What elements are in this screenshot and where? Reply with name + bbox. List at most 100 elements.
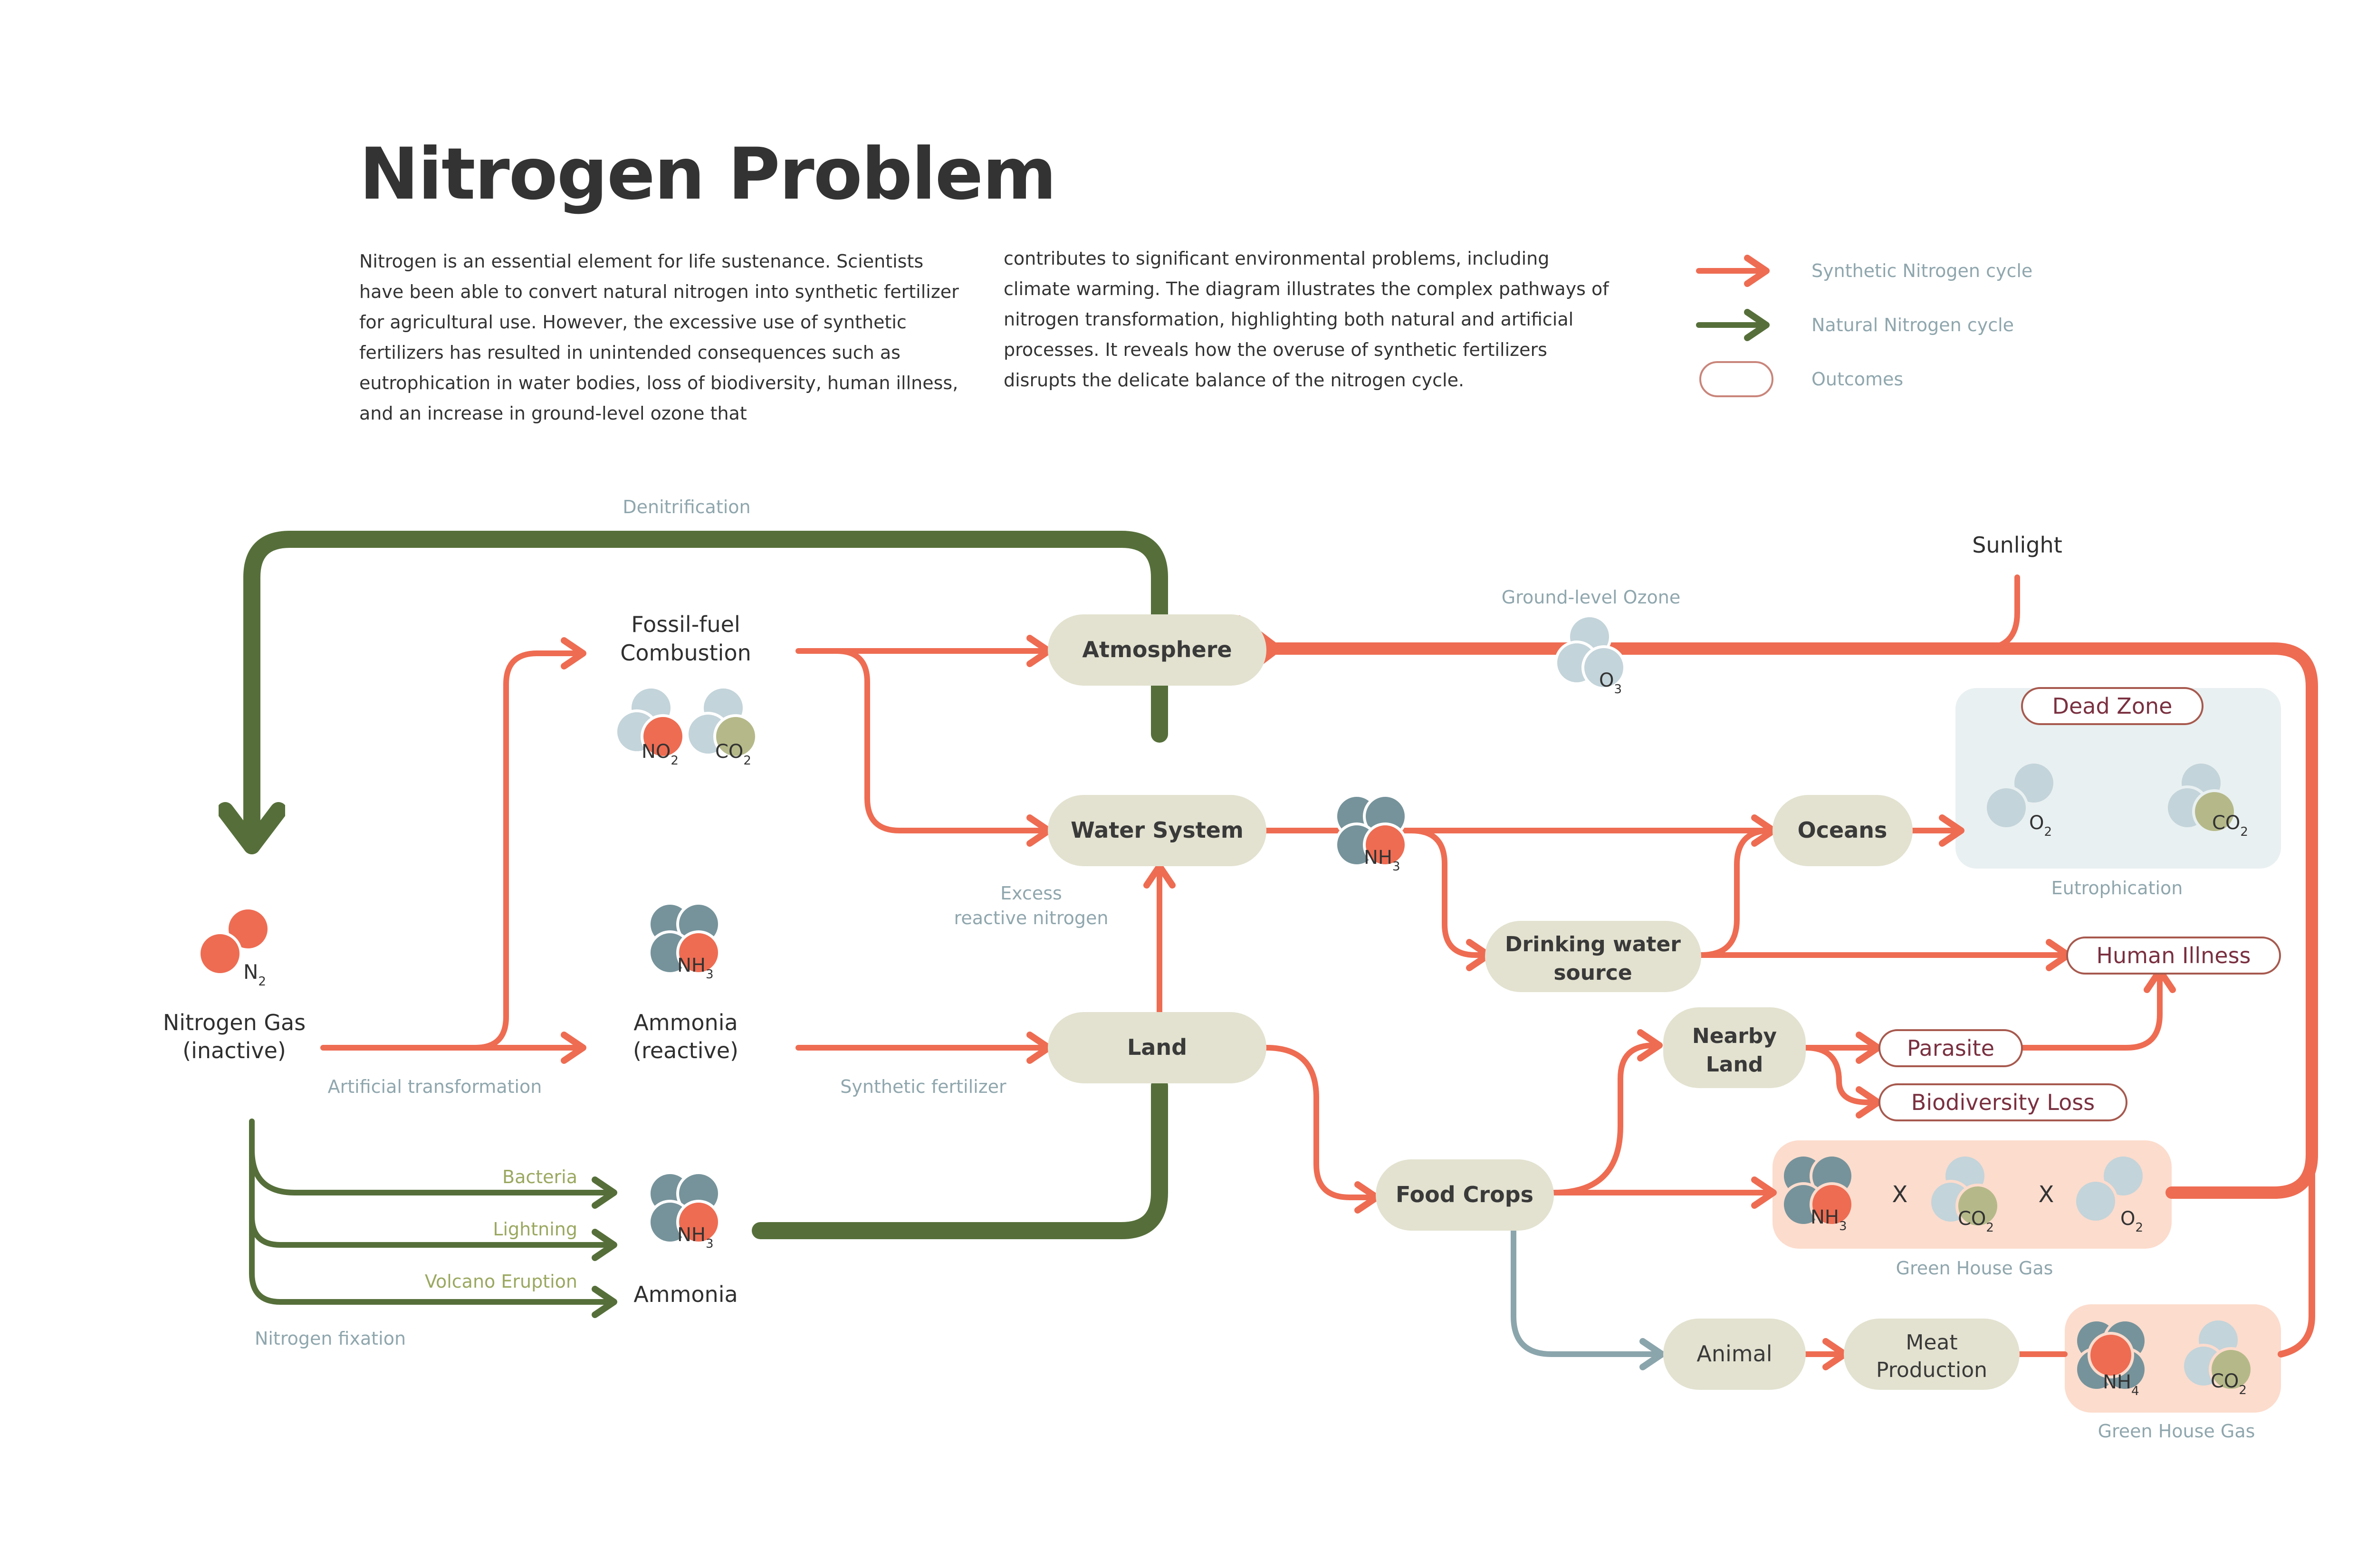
o2-molecule-deadzone: O2 xyxy=(1984,761,2056,839)
lightning-label: Lightning xyxy=(493,1219,577,1240)
intro-paragraph-left: Nitrogen is an essential element for lif… xyxy=(359,251,959,424)
n2-to-fossil-path xyxy=(320,637,586,1051)
svg-text:Biodiversity Loss: Biodiversity Loss xyxy=(1911,1090,2095,1115)
svg-text:Parasite: Parasite xyxy=(1907,1035,1994,1061)
co2-molecule-ghg: CO2 xyxy=(1928,1154,2000,1235)
food-to-nearby-path xyxy=(1551,1029,1663,1195)
svg-text:source: source xyxy=(1553,961,1632,985)
biodiversity-loss-outcome: Biodiversity Loss xyxy=(1878,1083,2127,1121)
ammonia-reactive-label: Ammonia xyxy=(633,1010,738,1035)
bacteria-label: Bacteria xyxy=(502,1166,577,1187)
svg-text:Nearby: Nearby xyxy=(1692,1024,1777,1048)
svg-text:O2: O2 xyxy=(2120,1208,2143,1235)
human-illness-outcome: Human Illness xyxy=(2066,937,2281,975)
eutrophication-label: Eutrophication xyxy=(2051,878,2183,899)
ammonia-to-land-path xyxy=(752,1077,1168,1239)
drinking-to-oceans-path xyxy=(1698,828,1773,958)
svg-text:CO2: CO2 xyxy=(2212,812,2248,839)
svg-text:NO2: NO2 xyxy=(642,741,679,768)
land-to-food-path xyxy=(1264,1045,1380,1214)
o3-molecule: O3 xyxy=(1554,614,1626,697)
co2-molecule-fossil: CO2 xyxy=(686,686,758,768)
svg-text:CO2: CO2 xyxy=(715,741,751,768)
svg-text:Food Crops: Food Crops xyxy=(1396,1182,1533,1207)
svg-text:Human Illness: Human Illness xyxy=(2096,943,2251,968)
ghg-label-1: Green House Gas xyxy=(1896,1258,2053,1279)
svg-text:NH3: NH3 xyxy=(1811,1206,1847,1233)
synthetic-fertilizer-label: Synthetic fertilizer xyxy=(840,1076,1006,1097)
multiply-sign-2: X xyxy=(2039,1181,2054,1208)
svg-text:Production: Production xyxy=(1876,1358,1987,1382)
fossil-fuel-sublabel: Combustion xyxy=(620,640,751,666)
atmosphere-node: Atmosphere xyxy=(1048,614,1266,686)
nitrogen-gas-label: Nitrogen Gas xyxy=(163,1010,306,1035)
svg-text:NH4: NH4 xyxy=(2103,1371,2139,1398)
sunlight-path xyxy=(1979,574,2020,651)
svg-text:N2: N2 xyxy=(243,960,266,989)
water-to-drinking-path xyxy=(1408,828,1492,971)
dead-zone-outcome: Dead Zone xyxy=(2021,687,2204,725)
nh3-molecule-ghg: NH3 xyxy=(1781,1154,1854,1233)
co2-molecule-deadzone: CO2 xyxy=(2165,761,2248,839)
parasite-outcome: Parasite xyxy=(1878,1029,2023,1067)
svg-text:NH3: NH3 xyxy=(677,1224,714,1251)
svg-text:Oceans: Oceans xyxy=(1798,817,1887,843)
animal-node: Animal xyxy=(1663,1319,1806,1390)
nh3-molecule-ammonia: NH3 xyxy=(648,1171,721,1251)
co2-molecule-meat-ghg: CO2 xyxy=(2181,1318,2253,1397)
legend-synthetic-label: Synthetic Nitrogen cycle xyxy=(1811,260,2033,281)
svg-text:Land: Land xyxy=(1706,1052,1763,1077)
denitrification-label: Denitrification xyxy=(623,497,750,517)
svg-text:Dead Zone: Dead Zone xyxy=(2052,693,2173,719)
svg-text:Drinking water: Drinking water xyxy=(1505,932,1681,956)
svg-text:Meat: Meat xyxy=(1906,1330,1957,1355)
nh3-molecule-water: NH3 xyxy=(1334,794,1408,874)
nearby-land-node: Nearby Land xyxy=(1663,1007,1806,1088)
ammonia-label: Ammonia xyxy=(633,1281,738,1307)
artificial-transformation-label: Artificial transformation xyxy=(328,1076,542,1097)
ground-ozone-label: Ground-level Ozone xyxy=(1502,587,1681,608)
svg-text:CO2: CO2 xyxy=(2211,1370,2247,1397)
nh4-molecule-ghg: NH4 xyxy=(2074,1319,2147,1398)
sunlight-label: Sunlight xyxy=(1972,532,2062,558)
svg-text:NH3: NH3 xyxy=(1364,847,1400,874)
n2-molecule: N2 xyxy=(198,907,270,989)
meat-production-node: Meat Production xyxy=(1844,1319,2020,1390)
volcano-label: Volcano Eruption xyxy=(425,1271,577,1292)
food-to-animal-path xyxy=(1511,1221,1665,1370)
land-node: Land xyxy=(1048,1012,1266,1083)
svg-text:NH3: NH3 xyxy=(677,955,714,982)
meat-ghg-return-path xyxy=(2278,1137,2315,1358)
nearby-to-biodiversity-path xyxy=(1803,1045,1881,1119)
multiply-sign-1: X xyxy=(1892,1181,1908,1208)
svg-text:CO2: CO2 xyxy=(1958,1208,1994,1235)
no2-molecule: NO2 xyxy=(614,686,685,768)
drinking-water-node: Drinking water source xyxy=(1485,921,1701,992)
o2-molecule-ghg: O2 xyxy=(2073,1154,2146,1235)
svg-text:Water System: Water System xyxy=(1071,817,1244,843)
denitrification-path xyxy=(252,531,1168,854)
ghg-label-2: Green House Gas xyxy=(2098,1421,2255,1442)
oceans-node: Oceans xyxy=(1772,795,1913,866)
food-crops-node: Food Crops xyxy=(1376,1159,1554,1231)
excess-sublabel: reactive nitrogen xyxy=(954,908,1109,928)
excess-label: Excess xyxy=(1000,883,1062,904)
ammonia-reactive-sublabel: (reactive) xyxy=(633,1038,738,1063)
legend-outcomes-label: Outcomes xyxy=(1811,369,1904,390)
nitrogen-gas-sublabel: (inactive) xyxy=(182,1038,286,1063)
legend-outcome-swatch xyxy=(1699,361,1773,397)
nitrogen-fixation-label: Nitrogen fixation xyxy=(255,1328,406,1349)
intro-paragraph-right: contributes to significant environmental… xyxy=(1004,248,1609,391)
legend-natural-label: Natural Nitrogen cycle xyxy=(1811,315,2014,335)
svg-text:Animal: Animal xyxy=(1696,1341,1772,1367)
page-title: Nitrogen Problem xyxy=(359,133,1057,216)
parasite-to-illness-path xyxy=(2019,967,2176,1051)
fossil-to-water-path xyxy=(834,648,1052,847)
svg-text:Land: Land xyxy=(1127,1034,1187,1060)
greenhouse-return-path xyxy=(1270,649,2318,1199)
svg-text:Atmosphere: Atmosphere xyxy=(1082,637,1232,662)
water-system-node: Water System xyxy=(1048,795,1266,866)
fossil-fuel-label: Fossil-fuel xyxy=(631,612,740,637)
